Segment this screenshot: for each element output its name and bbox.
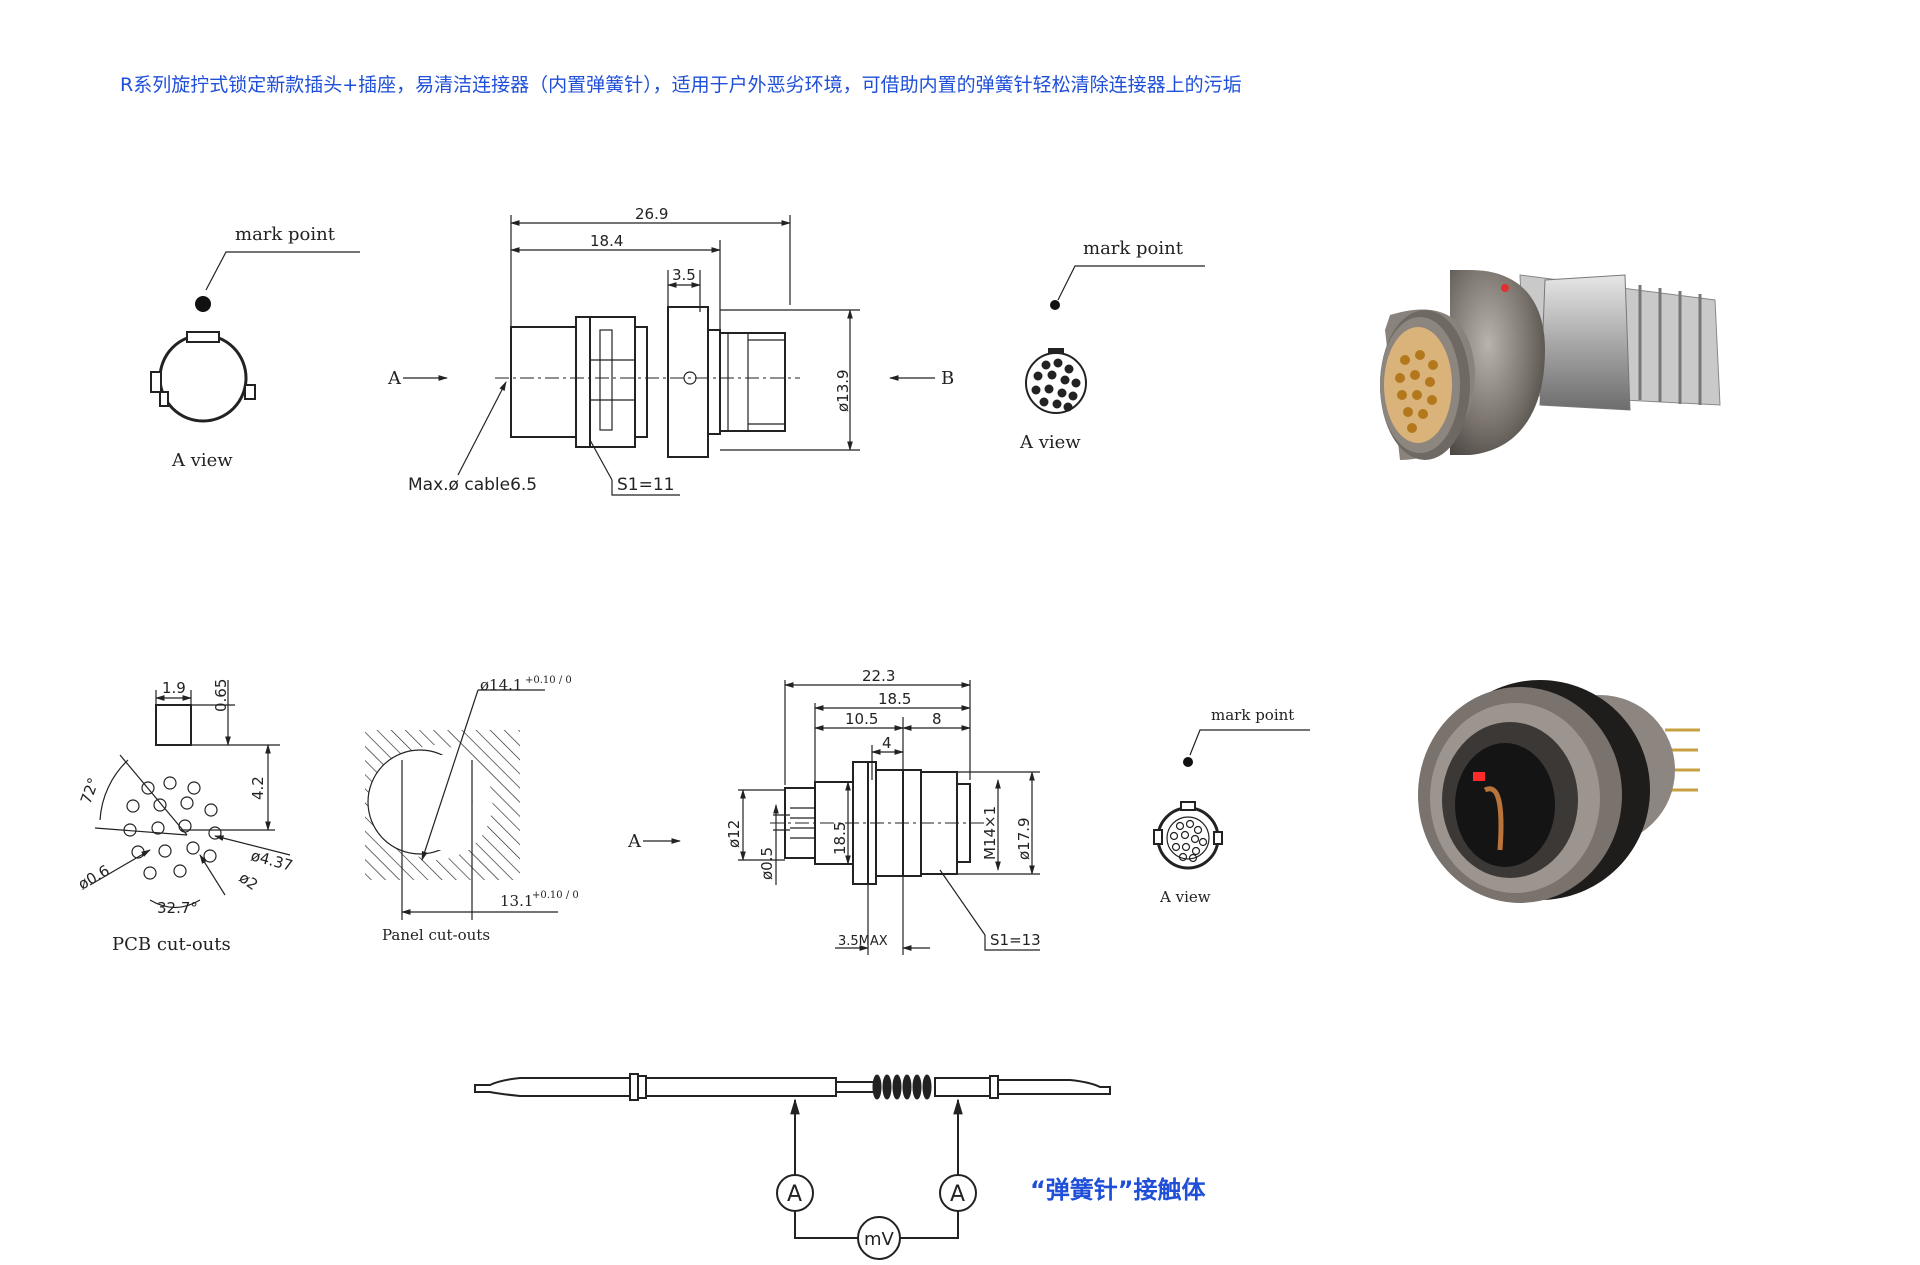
- socket-dim-rear: 8: [932, 710, 942, 728]
- socket-side-drawing: 22.3 18.5 10.5 8 4 ø12 ø0.5 18.5: [627, 667, 1041, 955]
- a-view-label: A view: [171, 450, 233, 471]
- socket-dim-body: 18.5: [878, 690, 911, 708]
- socket-mark-point: mark point: [1211, 706, 1294, 724]
- cable-note: Max.ø cable6.5: [408, 475, 537, 495]
- socket-dim-d179: ø17.9: [1015, 817, 1033, 860]
- socket-arrow-a: A: [627, 831, 642, 852]
- panel-d1-tol: +0.10 / 0: [525, 675, 572, 686]
- socket-s1: S1=13: [990, 931, 1041, 949]
- socket-photo: [1418, 680, 1700, 903]
- socket-a-view: mark point A view: [1153, 706, 1310, 906]
- dim-body: 18.4: [590, 232, 623, 250]
- panel-label: Panel cut-outs: [382, 926, 490, 944]
- pcb-width: 1.9: [162, 679, 186, 697]
- meter-right: A: [950, 1182, 965, 1207]
- socket-dim-pin: ø0.5: [758, 847, 776, 880]
- dim-small: 3.5: [672, 266, 696, 284]
- plug-a-view-left: mark point A view: [150, 224, 360, 471]
- meter-left: A: [787, 1182, 802, 1207]
- arrow-b-label: B: [941, 368, 954, 389]
- socket-dim-flange: 4: [882, 734, 892, 752]
- pcb-pcd: ø4.37: [249, 846, 295, 874]
- panel-cutouts: ø14.1 +0.10 / 0 13.1 +0.10 / 0 Panel cut…: [365, 675, 579, 944]
- a-view-label-right: A view: [1019, 432, 1081, 453]
- socket-dim-h: 18.5: [831, 822, 849, 855]
- pcb-hole: ø0.6: [75, 861, 113, 893]
- panel-d2: 13.1: [500, 892, 533, 910]
- pcb-cutouts: 1.9 0.65 4.2 72° ø0.6 ø4.37 ø2 32.7° PCB…: [75, 679, 295, 955]
- dim-diameter: ø13.9: [834, 369, 852, 412]
- s1-note: S1=11: [617, 475, 674, 495]
- plug-photo: [1380, 270, 1721, 460]
- mark-point-label: mark point: [235, 224, 336, 245]
- pcb-pitch: 4.2: [249, 776, 267, 800]
- socket-dim-overall: 22.3: [862, 667, 895, 685]
- plug-a-view-right: mark point A view: [1019, 238, 1205, 453]
- spring-caption: “弹簧针”接触体: [1030, 1176, 1206, 1204]
- meter-mid: mV: [864, 1229, 895, 1250]
- socket-a-view-label: A view: [1159, 888, 1211, 906]
- panel-d1: ø14.1: [480, 676, 522, 694]
- pcb-center: ø2: [236, 869, 262, 894]
- mark-point-label-right: mark point: [1083, 238, 1184, 259]
- arrow-a-label: A: [387, 368, 402, 389]
- page-title: R系列旋拧式锁定新款插头+插座，易清洁连接器（内置弹簧针），适用于户外恶劣环境，…: [120, 74, 1242, 96]
- pcb-angle2: 32.7°: [157, 899, 198, 917]
- socket-dim-panel: 3.5MAX: [838, 934, 888, 949]
- pcb-height: 0.65: [212, 679, 230, 712]
- dim-overall: 26.9: [635, 205, 668, 223]
- pcb-angle: 72°: [77, 775, 103, 806]
- spring-pin-diagram: A A mV: [474, 1073, 1111, 1260]
- panel-d2-tol: +0.10 / 0: [532, 890, 579, 901]
- plug-side-drawing: 26.9 18.4 3.5 ø13.9 A B: [387, 205, 954, 496]
- socket-dim-front: 10.5: [845, 710, 878, 728]
- socket-dim-thread: M14×1: [981, 806, 999, 860]
- pcb-label: PCB cut-outs: [112, 934, 231, 955]
- socket-dim-d12: ø12: [725, 820, 743, 848]
